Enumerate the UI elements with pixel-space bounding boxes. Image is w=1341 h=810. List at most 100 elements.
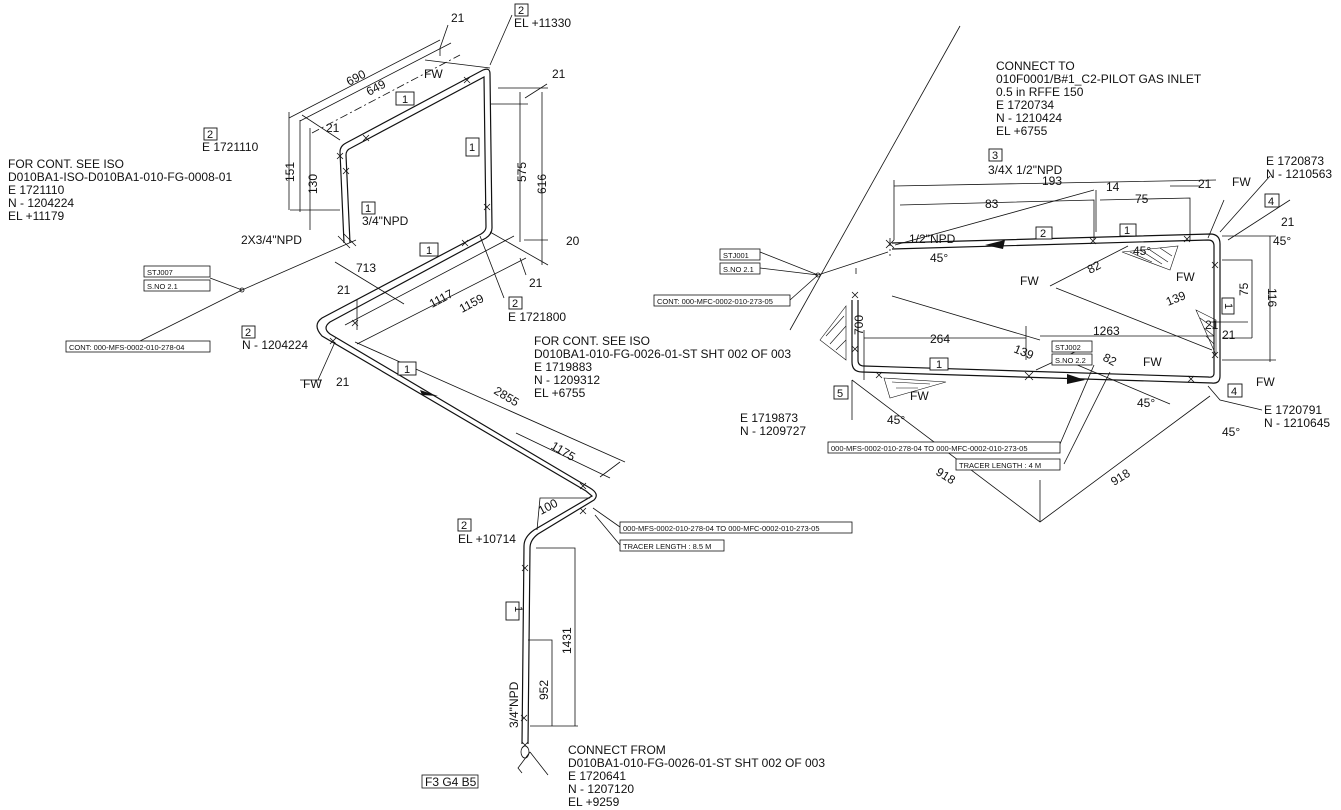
- tag-5: 5: [837, 388, 843, 400]
- el-11330: EL +11330: [514, 16, 571, 30]
- e-1721800: E 1721800: [508, 310, 566, 324]
- connect-from-5: EL +9259: [568, 795, 620, 809]
- connect-to-1: CONNECT TO: [996, 59, 1075, 73]
- tag-1-b: 1: [402, 94, 408, 106]
- stj001-tag: STJ001: [723, 251, 749, 260]
- svg-text:21: 21: [552, 67, 566, 81]
- svg-text:82: 82: [1085, 258, 1104, 277]
- svg-text:130: 130: [306, 174, 320, 194]
- npd-34-vert: 3/4"NPD: [507, 681, 521, 728]
- tag-2-e: 2: [461, 520, 467, 532]
- svg-text:83: 83: [985, 197, 999, 211]
- svg-text:1431: 1431: [560, 627, 574, 654]
- svg-text:FW: FW: [1020, 274, 1039, 288]
- svg-text:FW: FW: [1176, 270, 1195, 284]
- right-annotations: CONNECT TO 010F0001/B#1_C2-PILOT GAS INL…: [653, 59, 1332, 489]
- f3g4b5-tag: F3 G4 B5: [425, 775, 477, 789]
- stj002-tag: STJ002: [1055, 343, 1081, 352]
- tag-1-c: 1: [469, 142, 475, 154]
- svg-text:713: 713: [356, 261, 376, 275]
- hatch-areas: [819, 245, 1217, 399]
- for-cont-line-5: EL +11179: [8, 209, 64, 223]
- right-pipe-run: [819, 233, 1221, 399]
- svg-text:116: 116: [1265, 288, 1279, 307]
- svg-text:21: 21: [451, 11, 465, 25]
- sno21-right-tag: S.NO 2.1: [723, 265, 754, 274]
- tag-2-d: 2: [512, 298, 518, 310]
- svg-text:1159: 1159: [457, 291, 487, 316]
- svg-text:21: 21: [326, 121, 340, 135]
- svg-text:2855: 2855: [491, 384, 521, 410]
- npd-34x12: 3/4X 1/2"NPD: [988, 163, 1063, 177]
- for-cont-line-4: N - 1204224: [8, 196, 74, 210]
- mid-note-1: FOR CONT. SEE ISO: [534, 334, 650, 348]
- connect-to-4: E 1720734: [996, 98, 1054, 112]
- tag-1-r2: 1: [1222, 303, 1234, 309]
- sno22-tag: S.NO 2.2: [1055, 356, 1086, 365]
- tag-1-r3: 1: [936, 359, 942, 371]
- svg-text:FW: FW: [424, 67, 443, 81]
- svg-text:20: 20: [566, 234, 580, 248]
- tag-long-left: 000-MFS-0002-010-278-04 TO 000-MFC-0002-…: [623, 524, 820, 533]
- svg-text:21: 21: [1198, 177, 1212, 191]
- mid-note-5: EL +6755: [534, 386, 586, 400]
- connect-from-1: CONNECT FROM: [568, 743, 666, 757]
- for-cont-line-2: D010BA1-ISO-D010BA1-010-FG-0008-01: [8, 170, 232, 184]
- connect-from-2: D010BA1-010-FG-0026-01-ST SHT 002 OF 003: [568, 756, 825, 770]
- mid-note-4: N - 1209312: [534, 373, 600, 387]
- connect-from-4: N - 1207120: [568, 782, 634, 796]
- svg-text:75: 75: [1237, 282, 1251, 296]
- svg-text:616: 616: [535, 174, 549, 194]
- tag-4-a: 4: [1268, 196, 1274, 208]
- left-pipe-run: [311, 48, 597, 759]
- svg-text:45°: 45°: [1137, 396, 1155, 410]
- svg-text:139: 139: [1012, 342, 1036, 363]
- connect-to-3: 0.5 in RFFE 150: [996, 85, 1084, 99]
- svg-text:700: 700: [852, 315, 866, 335]
- tag-4-b: 4: [1231, 386, 1237, 398]
- svg-text:1263: 1263: [1093, 324, 1120, 338]
- svg-text:575: 575: [515, 162, 529, 182]
- left-annotations: FOR CONT. SEE ISO D010BA1-ISO-D010BA1-01…: [8, 3, 853, 809]
- svg-text:45°: 45°: [1273, 234, 1291, 248]
- svg-text:FW: FW: [1232, 175, 1251, 189]
- weld-markers: [329, 76, 587, 749]
- mid-note-3: E 1719883: [534, 360, 592, 374]
- tag-2-r: 2: [1040, 228, 1046, 240]
- connect-to-6: EL +6755: [996, 124, 1048, 138]
- svg-text:FW: FW: [303, 377, 322, 391]
- mid-note-2: D010BA1-010-FG-0026-01-ST SHT 002 OF 003: [534, 347, 791, 361]
- svg-text:FW: FW: [910, 389, 929, 403]
- tag-1-e: 1: [404, 364, 410, 376]
- tag-2-c: 2: [518, 5, 524, 17]
- n-1210563: N - 1210563: [1266, 167, 1332, 181]
- svg-text:21: 21: [336, 375, 350, 389]
- tag-1-r1: 1: [1124, 225, 1130, 237]
- svg-text:82: 82: [1101, 350, 1120, 369]
- svg-text:21: 21: [529, 276, 543, 290]
- svg-text:1117: 1117: [427, 286, 456, 310]
- svg-text:14: 14: [1106, 180, 1120, 194]
- svg-text:952: 952: [537, 680, 551, 700]
- svg-text:649: 649: [364, 77, 389, 99]
- tracer-left: TRACER LENGTH : 8.5 M: [623, 542, 711, 551]
- tag-1-d: 1: [426, 245, 432, 257]
- svg-text:45°: 45°: [887, 413, 905, 427]
- sno21-left-tag: S.NO 2.1: [147, 282, 178, 291]
- el-10714: EL +10714: [458, 532, 516, 546]
- tag-1-a: 1: [365, 203, 371, 215]
- connect-from-3: E 1720641: [568, 769, 626, 783]
- cont-right-tag: CONT: 000-MFC-0002-010-273-05: [657, 297, 773, 306]
- n-1210645: N - 1210645: [1264, 416, 1330, 430]
- e-1720791: E 1720791: [1264, 403, 1322, 417]
- npd-34-a: 3/4"NPD: [362, 214, 409, 228]
- svg-text:FW: FW: [1143, 355, 1162, 369]
- svg-text:264: 264: [930, 332, 950, 346]
- cont-left-tag: CONT: 000-MFS-0002-010-278-04: [69, 343, 184, 352]
- n-1204224: N - 1204224: [242, 338, 308, 352]
- tracer-right: TRACER LENGTH : 4 M: [959, 461, 1041, 470]
- for-cont-line-3: E 1721110: [8, 183, 65, 197]
- svg-text:21: 21: [1222, 328, 1236, 342]
- npd-2x34: 2X3/4"NPD: [241, 233, 302, 247]
